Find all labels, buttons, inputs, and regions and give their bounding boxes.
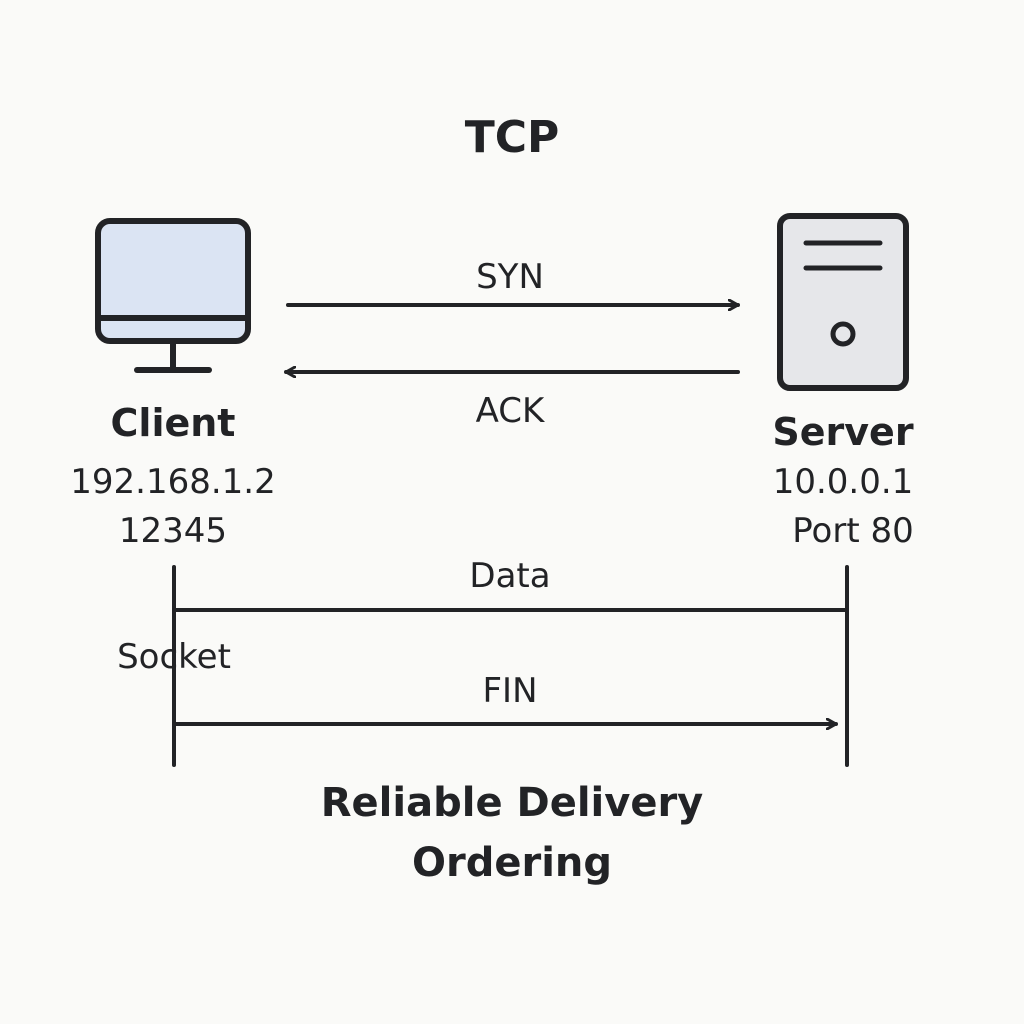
diagram-title: TCP: [464, 112, 560, 163]
server-name: Server: [772, 410, 914, 454]
server-tower-icon: [777, 213, 909, 391]
client-port: 12345: [118, 511, 228, 551]
feature-reliable-delivery: Reliable Delivery: [320, 780, 704, 826]
server-address: 10.0.0.1: [772, 462, 914, 502]
client-address: 192.168.1.2: [70, 462, 276, 502]
monitor-icon: [95, 218, 251, 373]
server-port: Port 80: [792, 511, 914, 551]
client-name: Client: [110, 401, 236, 445]
syn-label: SYN: [476, 257, 544, 297]
fin-label: FIN: [482, 671, 538, 711]
socket-label: Socket: [117, 637, 231, 677]
feature-ordering: Ordering: [411, 840, 613, 886]
data-label: Data: [469, 556, 551, 596]
ack-label: ACK: [475, 391, 545, 431]
